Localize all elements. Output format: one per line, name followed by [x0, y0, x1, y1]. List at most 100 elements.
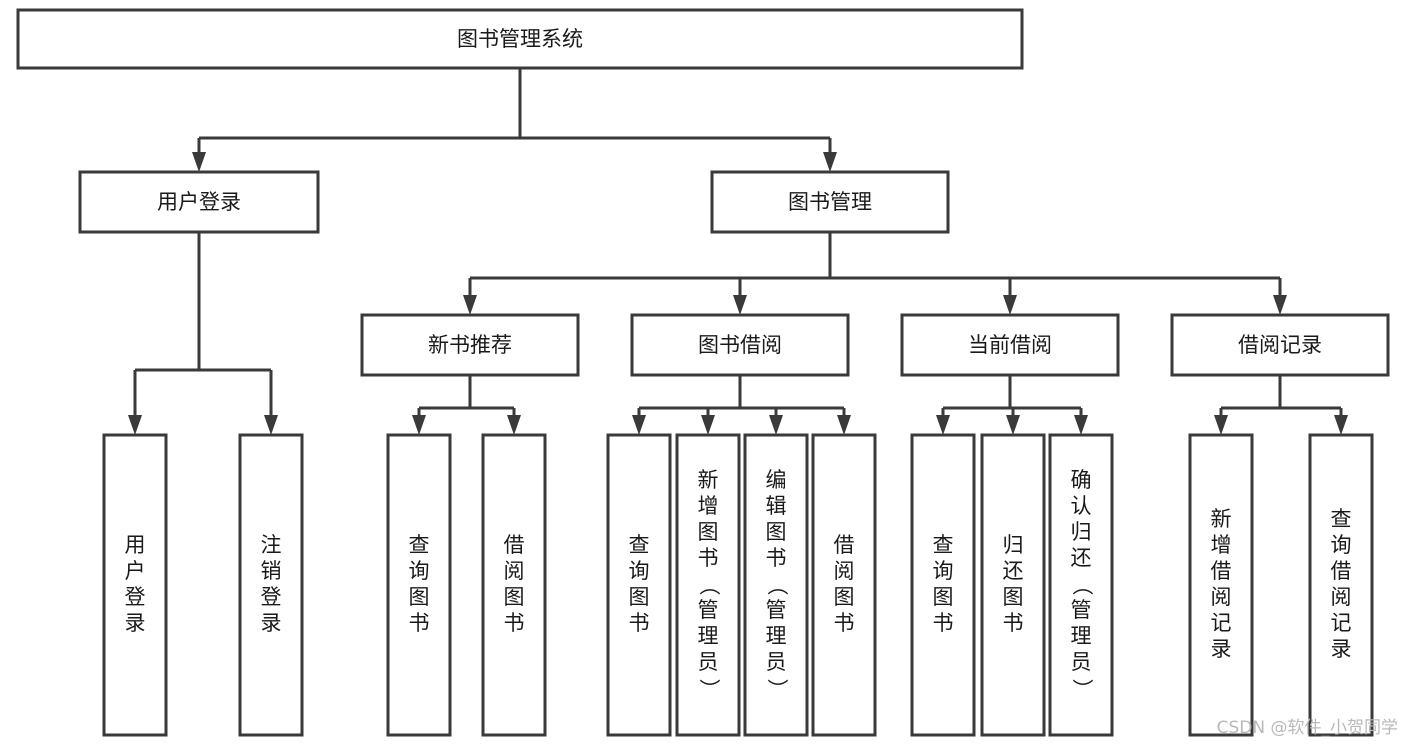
arrow-head-icon	[733, 295, 747, 315]
node-user-login-label: 用户登录	[157, 190, 241, 214]
node-book-borrow-box[interactable]	[630, 313, 850, 377]
node-leaf-borrow-book-1-box[interactable]	[481, 433, 547, 737]
svg-text:新: 新	[698, 468, 719, 492]
node-root-book-management-system[interactable]: 图书管理系统	[16, 8, 1024, 70]
node-user-login-box[interactable]	[78, 170, 320, 234]
svg-text:图: 图	[834, 585, 855, 609]
arrow-head-icon	[837, 415, 851, 435]
node-new-book-rec[interactable]: 新书推荐	[360, 313, 580, 377]
svg-text:（: （	[1070, 575, 1094, 596]
arrow-head-icon	[632, 415, 646, 435]
node-leaf-edit-book-box[interactable]	[743, 433, 809, 737]
svg-text:书: 书	[409, 611, 430, 635]
svg-text:户: 户	[125, 559, 146, 583]
svg-text:员: 员	[1071, 650, 1092, 674]
node-book-borrow[interactable]: 图书借阅	[630, 313, 850, 377]
svg-text:图: 图	[766, 520, 787, 544]
node-leaf-add-book-box[interactable]	[675, 433, 741, 737]
connector-group-root	[192, 68, 837, 172]
svg-text:用: 用	[125, 533, 146, 557]
svg-text:（: （	[765, 575, 789, 596]
svg-text:录: 录	[1211, 637, 1232, 661]
node-leaf-logout-box[interactable]	[238, 433, 304, 737]
node-user-login[interactable]: 用户登录	[78, 170, 320, 234]
svg-text:理: 理	[698, 624, 719, 648]
svg-text:录: 录	[125, 611, 146, 635]
node-book-manage[interactable]: 图书管理	[710, 170, 950, 234]
arrow-head-icon	[192, 152, 206, 172]
svg-text:管: 管	[698, 598, 719, 622]
node-leaf-add-record-box[interactable]	[1188, 433, 1254, 737]
node-leaf-return-book-box[interactable]	[980, 433, 1046, 737]
svg-text:录: 录	[1331, 637, 1352, 661]
node-leaf-query-book-3-box[interactable]	[910, 433, 976, 737]
node-new-book-rec-label: 新书推荐	[428, 333, 512, 357]
svg-text:借: 借	[1211, 559, 1232, 583]
node-book-borrow-label: 图书借阅	[698, 333, 782, 357]
connector-group-current-borrow	[936, 375, 1088, 435]
node-leaf-user-login-box[interactable]	[102, 433, 168, 737]
svg-text:员: 员	[766, 650, 787, 674]
node-layer: 图书管理系统用户登录图书管理新书推荐图书借阅当前借阅借阅记录用户登录注销登录查询…	[16, 8, 1390, 737]
svg-text:借: 借	[834, 533, 855, 557]
arrow-head-icon	[1214, 415, 1228, 435]
arrow-head-icon	[701, 415, 715, 435]
svg-text:阅: 阅	[834, 559, 855, 583]
node-leaf-query-book-2-box[interactable]	[606, 433, 672, 737]
arrow-head-icon	[1273, 295, 1287, 315]
connector-group-book-manage	[463, 232, 1287, 315]
node-current-borrow-box[interactable]	[900, 313, 1120, 377]
svg-text:查: 查	[933, 533, 954, 557]
svg-text:阅: 阅	[1211, 585, 1232, 609]
node-book-manage-label: 图书管理	[788, 190, 872, 214]
node-leaf-query-record-box[interactable]	[1308, 433, 1374, 737]
svg-text:书: 书	[629, 611, 650, 635]
node-leaf-borrow-book-2-box[interactable]	[811, 433, 877, 737]
svg-text:销: 销	[261, 559, 282, 583]
svg-text:记: 记	[1331, 611, 1352, 635]
svg-text:图: 图	[1003, 585, 1024, 609]
node-borrow-record[interactable]: 借阅记录	[1170, 313, 1390, 377]
node-leaf-user-login-label: 用户登录	[125, 533, 146, 635]
svg-text:辑: 辑	[766, 494, 787, 518]
svg-text:）: ）	[697, 679, 721, 700]
node-leaf-user-login[interactable]: 用户登录	[102, 433, 168, 737]
node-leaf-confirm-return-box[interactable]	[1048, 433, 1114, 737]
node-new-book-rec-box[interactable]	[360, 313, 580, 377]
svg-text:理: 理	[1071, 624, 1092, 648]
svg-text:图: 图	[933, 585, 954, 609]
arrow-head-icon	[1334, 415, 1348, 435]
svg-text:图: 图	[629, 585, 650, 609]
node-leaf-query-book-1-box[interactable]	[386, 433, 452, 737]
node-borrow-record-box[interactable]	[1170, 313, 1390, 377]
svg-text:归: 归	[1071, 520, 1092, 544]
node-current-borrow[interactable]: 当前借阅	[900, 313, 1120, 377]
node-root-book-management-system-box[interactable]	[16, 8, 1024, 70]
svg-text:员: 员	[698, 650, 719, 674]
node-book-manage-box[interactable]	[710, 170, 950, 234]
svg-text:询: 询	[629, 559, 650, 583]
svg-text:借: 借	[1331, 559, 1352, 583]
svg-text:图: 图	[698, 520, 719, 544]
svg-text:阅: 阅	[1331, 585, 1352, 609]
